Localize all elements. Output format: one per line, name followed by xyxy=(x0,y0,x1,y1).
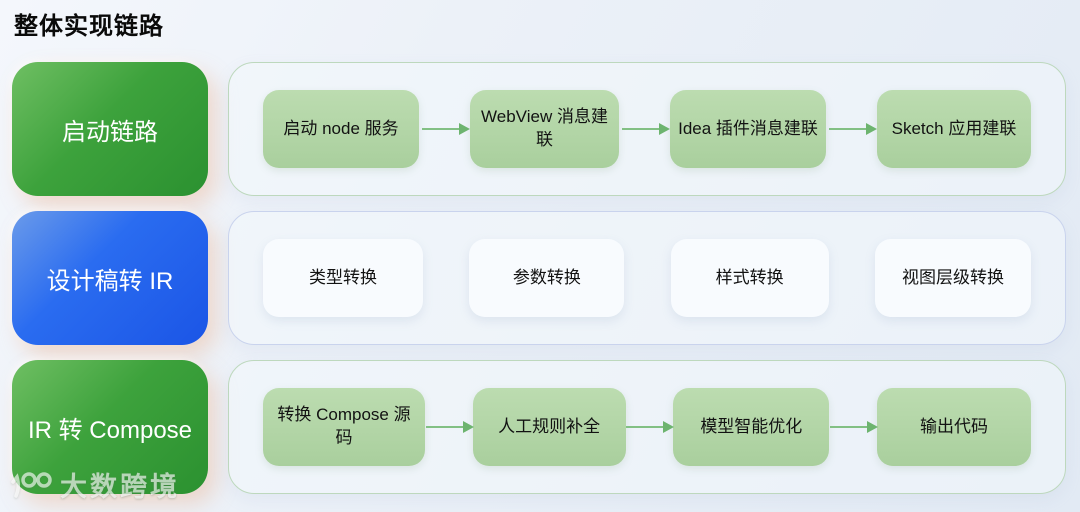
flow-step: 样式转换 xyxy=(670,239,829,317)
flow-step: 转换 Compose 源码 xyxy=(263,388,425,466)
row-label-ir-to-compose: IR 转 Compose xyxy=(12,360,208,494)
flow-arrow-icon xyxy=(420,123,470,135)
flow-step: 参数转换 xyxy=(469,239,625,317)
flow-step: 视图层级转换 xyxy=(874,239,1031,317)
flow-arrow-icon xyxy=(620,123,670,135)
flow-arrow-icon xyxy=(424,421,474,433)
flow-step: Sketch 应用建联 xyxy=(877,90,1031,168)
flow-step: 类型转换 xyxy=(263,239,423,317)
flow-row-startup-chain: 启动链路启动 node 服务 WebView 消息建联 Idea 插件消息建联 Ske… xyxy=(12,62,1066,196)
row-panel-startup-chain: 启动 node 服务 WebView 消息建联 Idea 插件消息建联 Sketch … xyxy=(228,62,1066,196)
row-panel-design-to-ir: 类型转换参数转换样式转换视图层级转换 xyxy=(228,211,1066,345)
flow-rows: 启动链路启动 node 服务 WebView 消息建联 Idea 插件消息建联 Ske… xyxy=(12,62,1066,494)
flow-arrow-icon xyxy=(827,123,877,135)
row-label-startup-chain: 启动链路 xyxy=(12,62,208,196)
page-title: 整体实现链路 xyxy=(14,13,164,40)
flow-arrow-icon xyxy=(624,421,675,433)
flow-step: 启动 node 服务 xyxy=(263,90,419,168)
flow-step: WebView 消息建联 xyxy=(470,90,619,168)
flow-step: 输出代码 xyxy=(876,388,1031,466)
row-panel-ir-to-compose: 转换 Compose 源码人工规则补全模型智能优化输出代码 xyxy=(228,360,1066,494)
flow-step: 模型智能优化 xyxy=(673,388,830,466)
flow-step: 人工规则补全 xyxy=(472,388,626,466)
flow-step: Idea 插件消息建联 xyxy=(670,90,826,168)
flow-arrow-icon xyxy=(828,421,879,433)
row-label-design-to-ir: 设计稿转 IR xyxy=(12,211,208,345)
